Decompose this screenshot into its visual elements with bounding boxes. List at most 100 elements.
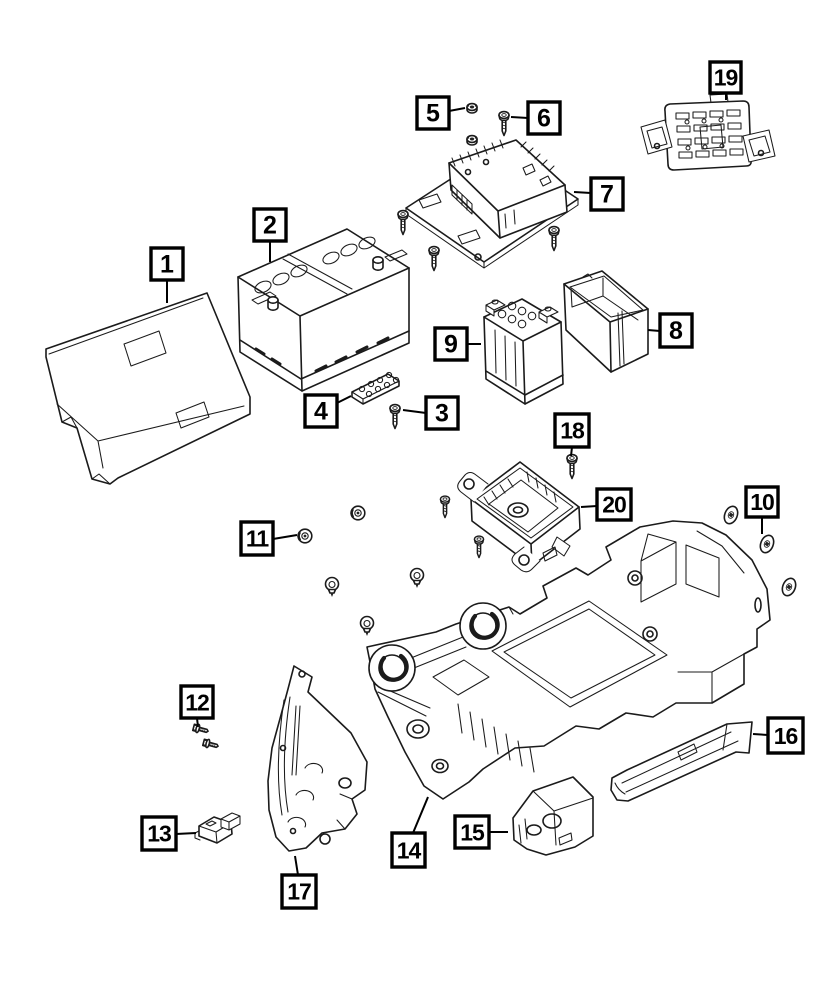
mounting-screw — [548, 225, 560, 252]
tray-20-mount-ears — [457, 471, 541, 573]
tray-boss-inner — [435, 762, 445, 770]
callout-number-17: 17 — [287, 879, 311, 905]
busbar-stud — [684, 119, 690, 125]
battery-top-details — [251, 249, 408, 305]
part-4-battery-hold-down — [351, 371, 400, 405]
busbar-stud — [718, 117, 724, 123]
tray-screw-boss — [642, 626, 658, 642]
callout-16: 16 — [752, 716, 805, 755]
part-8-battery-box — [563, 270, 649, 373]
aux-battery-cap — [527, 311, 537, 321]
callout-number-2: 2 — [263, 212, 277, 240]
tray-ear-swirl — [469, 611, 500, 640]
battery-cell-cap — [272, 272, 290, 286]
callout-box-16 — [766, 716, 805, 755]
hold-down-bump — [376, 376, 384, 384]
callout-box-15 — [453, 814, 491, 850]
leader-line-13 — [175, 832, 197, 835]
hold-down-bump — [383, 381, 391, 389]
callout-11: 11 — [239, 520, 298, 557]
bracket-17-hole — [289, 827, 297, 835]
tray-screw-boss — [627, 570, 643, 586]
cover-1-body — [45, 292, 251, 485]
module-7-post — [482, 158, 490, 166]
callout-box-14 — [390, 831, 427, 869]
busbar-side-tabs — [640, 119, 776, 163]
battery-cell-cap — [340, 243, 358, 257]
callout-number-4: 4 — [314, 398, 328, 426]
callout-number-20: 20 — [602, 492, 626, 518]
bracket-17-detail-lines — [277, 696, 353, 830]
battery-cell-cap — [358, 236, 376, 250]
part-17-support-bracket-rear — [267, 665, 368, 852]
part-20-support-tray — [457, 461, 581, 573]
bracket-15-hole — [542, 813, 562, 829]
module-7-plate-hole — [474, 253, 482, 261]
callout-number-13: 13 — [147, 821, 171, 847]
module-7-connector-details — [451, 163, 552, 229]
callout-number-16: 16 — [774, 723, 798, 749]
washer-part10 — [721, 503, 741, 527]
battery-cell-cap — [254, 280, 272, 294]
aux-battery-terminals — [485, 299, 559, 324]
callout-number-15: 15 — [460, 820, 485, 846]
aux-battery-cap — [507, 314, 517, 324]
callout-number-8: 8 — [669, 317, 683, 345]
callout-box-4 — [303, 393, 339, 429]
part-7-battery-module-bracket — [405, 139, 579, 269]
callout-number-6: 6 — [537, 105, 551, 133]
battery-cell-cap — [290, 264, 308, 278]
callout-box-1 — [149, 246, 185, 282]
tray-screw — [473, 535, 485, 559]
callouts-layer: 1 2 3 4 5 6 7 — [140, 60, 805, 910]
aux-battery-stripes — [494, 329, 517, 387]
battery-tray-detail-lines — [373, 530, 745, 773]
tray-boss — [431, 758, 449, 774]
shield-16-detail-lines — [614, 723, 739, 795]
leader-line-3 — [402, 409, 427, 414]
callout-box-18 — [553, 412, 591, 449]
callout-number-10: 10 — [750, 489, 774, 515]
callout-box-2 — [252, 207, 288, 243]
callout-number-11: 11 — [246, 526, 270, 552]
hold-down-bump — [358, 385, 366, 393]
callout-12: 12 — [179, 684, 215, 728]
leader-line-17 — [294, 855, 299, 876]
callout-number-5: 5 — [426, 100, 440, 128]
tray-grommet-boss — [406, 719, 430, 739]
bolt-part12 — [191, 722, 210, 737]
part-15-support-bracket — [512, 776, 594, 856]
tray-20-detail-lines — [476, 467, 574, 539]
tray-screw — [439, 495, 451, 519]
screw-part3 — [389, 403, 401, 430]
bracket-15-body — [512, 776, 594, 856]
nut-part5 — [466, 102, 478, 114]
callout-18: 18 — [553, 412, 591, 457]
module-7-housing-edges — [448, 162, 566, 239]
bracket-17-body — [267, 665, 368, 852]
callout-box-10 — [744, 485, 780, 519]
tray-side-slot — [754, 597, 762, 613]
callout-box-6 — [526, 100, 562, 136]
battery-cell-cap — [322, 251, 340, 265]
callout-1: 1 — [149, 246, 185, 303]
callout-2: 2 — [252, 207, 288, 262]
mounting-screw — [428, 245, 440, 272]
clip-13-details — [194, 820, 232, 844]
callout-box-11 — [239, 520, 275, 557]
leader-line-20 — [580, 505, 598, 508]
grommet-part11 — [349, 504, 367, 522]
bracket-17-hole — [338, 777, 352, 789]
callout-box-17 — [280, 873, 318, 910]
tray-20-side-tab — [551, 536, 571, 557]
module-7-housing — [448, 139, 568, 239]
callout-number-18: 18 — [560, 418, 585, 444]
callout-4: 4 — [303, 393, 352, 429]
busbar-stud — [702, 144, 708, 150]
callout-number-7: 7 — [600, 181, 614, 209]
callout-number-1: 1 — [160, 251, 174, 279]
part-19-bus-bar-module — [640, 93, 776, 171]
tray-20-floor-hole — [507, 502, 529, 518]
bracket-15-hole — [526, 824, 542, 836]
